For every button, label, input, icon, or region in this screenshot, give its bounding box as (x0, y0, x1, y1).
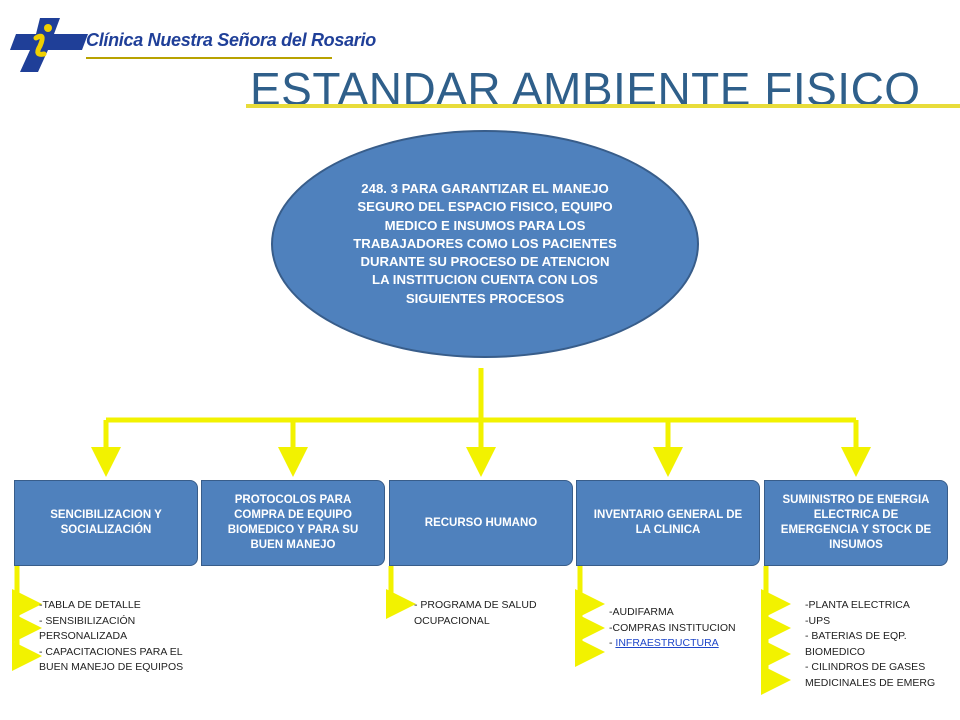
process-box-sensibilizacion: SENCIBILIZACION Y SOCIALIZACIÓN (14, 480, 198, 566)
title-underline (246, 104, 960, 108)
list-item: -COMPRAS INSTITUCION (609, 621, 736, 634)
list-item: MEDICINALES DE EMERG (805, 676, 936, 689)
list-item: - INFRAESTRUCTURA (609, 636, 736, 652)
central-process-node: 248. 3 PARA GARANTIZAR EL MANEJO SEGURO … (271, 130, 699, 358)
bullet-list-inventario: -AUDIFARMA -COMPRAS INSTITUCION - INFRAE… (609, 605, 736, 652)
list-item: -TABLA DE DETALLE (39, 599, 141, 611)
list-item: BUEN MANEJO DE EQUIPOS (39, 661, 184, 673)
logo-cross-icon (10, 18, 88, 72)
process-box-recurso-humano: RECURSO HUMANO (389, 480, 573, 566)
central-process-text: 248. 3 PARA GARANTIZAR EL MANEJO SEGURO … (353, 181, 617, 306)
list-item: OCUPACIONAL (414, 614, 490, 627)
list-item: -UPS (805, 614, 831, 627)
list-item: - BATERIAS DE EQP. (805, 630, 907, 642)
list-item: -AUDIFARMA (609, 606, 674, 618)
logo-underline (86, 57, 332, 59)
list-item: - CAPACITACIONES PARA EL (39, 645, 183, 658)
list-item: - PROGRAMA DE SALUD (414, 599, 537, 611)
logo-text: Clínica Nuestra Señora del Rosario (86, 30, 376, 50)
list-item: BIOMEDICO (805, 645, 866, 658)
list-item-prefix: - (609, 637, 616, 649)
bullet-list-recurso-humano: - PROGRAMA DE SALUD OCUPACIONAL (414, 598, 537, 629)
bullet-list-suministro: -PLANTA ELECTRICA -UPS - BATERIAS DE EQP… (805, 598, 935, 691)
bullet-list-sensibilizacion: -TABLA DE DETALLE - SENSIBILIZACIÓN PERS… (39, 598, 183, 676)
list-item: PERSONALIZADA (39, 630, 128, 642)
process-box-inventario: INVENTARIO GENERAL DE LA CLINICA (576, 480, 760, 566)
list-item: -PLANTA ELECTRICA (805, 599, 910, 611)
process-box-suministro: SUMINISTRO DE ENERGIA ELECTRICA DE EMERG… (764, 480, 948, 566)
list-item: - CILINDROS DE GASES (805, 661, 926, 673)
process-box-protocolos: PROTOCOLOS PARA COMPRA DE EQUIPO BIOMEDI… (201, 480, 385, 566)
infraestructura-link[interactable]: INFRAESTRUCTURA (615, 637, 719, 649)
list-item: - SENSIBILIZACIÓN (39, 614, 136, 627)
clinic-logo (10, 12, 350, 72)
